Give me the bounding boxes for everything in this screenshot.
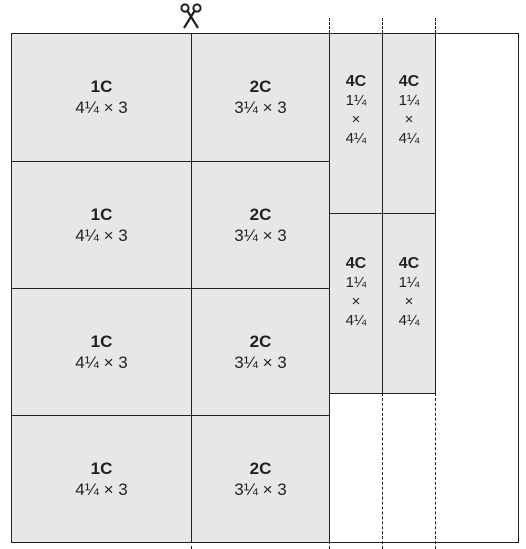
piece-2c: 2C 3¼ × 3 [191, 288, 330, 416]
piece-height: 4¼ [398, 312, 420, 329]
piece-size: 4¼ × 3 [75, 225, 128, 245]
piece-code: 2C [249, 204, 272, 224]
piece-code: 1C [90, 458, 113, 478]
piece-2c: 2C 3¼ × 3 [191, 415, 330, 543]
cut-line [435, 393, 436, 549]
piece-code: 2C [249, 77, 272, 96]
piece-times: × [404, 293, 414, 310]
cut-line [382, 18, 383, 33]
piece-size: 3¼ × 3 [234, 479, 287, 499]
cut-line [435, 18, 436, 33]
piece-width: 1¼ [398, 92, 420, 109]
piece-height: 4¼ [345, 130, 367, 147]
piece-code: 4C [345, 73, 367, 90]
piece-size: 3¼ × 3 [234, 352, 287, 372]
piece-2c: 2C 3¼ × 3 [191, 33, 330, 162]
piece-width: 1¼ [345, 274, 367, 291]
piece-size: 4¼ × 3 [75, 479, 128, 499]
piece-size: 4¼ × 3 [75, 352, 128, 372]
piece-4c: 4C 1¼ × 4¼ [382, 213, 436, 394]
piece-code: 1C [90, 331, 113, 351]
cut-line [382, 393, 383, 549]
piece-1c: 1C 4¼ × 3 [11, 161, 192, 289]
piece-4c: 4C 1¼ × 4¼ [329, 33, 383, 214]
scissors-icon [180, 3, 202, 29]
cut-line [329, 18, 330, 33]
piece-height: 4¼ [398, 130, 420, 147]
piece-code: 4C [398, 73, 420, 90]
piece-width: 1¼ [398, 274, 420, 291]
piece-1c: 1C 4¼ × 3 [11, 33, 192, 162]
piece-width: 1¼ [345, 92, 367, 109]
piece-1c: 1C 4¼ × 3 [11, 415, 192, 543]
piece-code: 4C [345, 255, 367, 272]
piece-size: 3¼ × 3 [234, 98, 287, 117]
piece-2c: 2C 3¼ × 3 [191, 161, 330, 289]
piece-4c: 4C 1¼ × 4¼ [382, 33, 436, 214]
piece-4c: 4C 1¼ × 4¼ [329, 213, 383, 394]
piece-size: 4¼ × 3 [75, 98, 128, 117]
piece-times: × [351, 111, 361, 128]
piece-size: 3¼ × 3 [234, 225, 287, 245]
piece-code: 2C [249, 458, 272, 478]
piece-code: 2C [249, 331, 272, 351]
piece-times: × [351, 293, 361, 310]
piece-times: × [404, 111, 414, 128]
piece-height: 4¼ [345, 312, 367, 329]
piece-code: 4C [398, 255, 420, 272]
piece-code: 1C [90, 77, 113, 96]
piece-1c: 1C 4¼ × 3 [11, 288, 192, 416]
cut-line [191, 540, 192, 549]
piece-code: 1C [90, 204, 113, 224]
